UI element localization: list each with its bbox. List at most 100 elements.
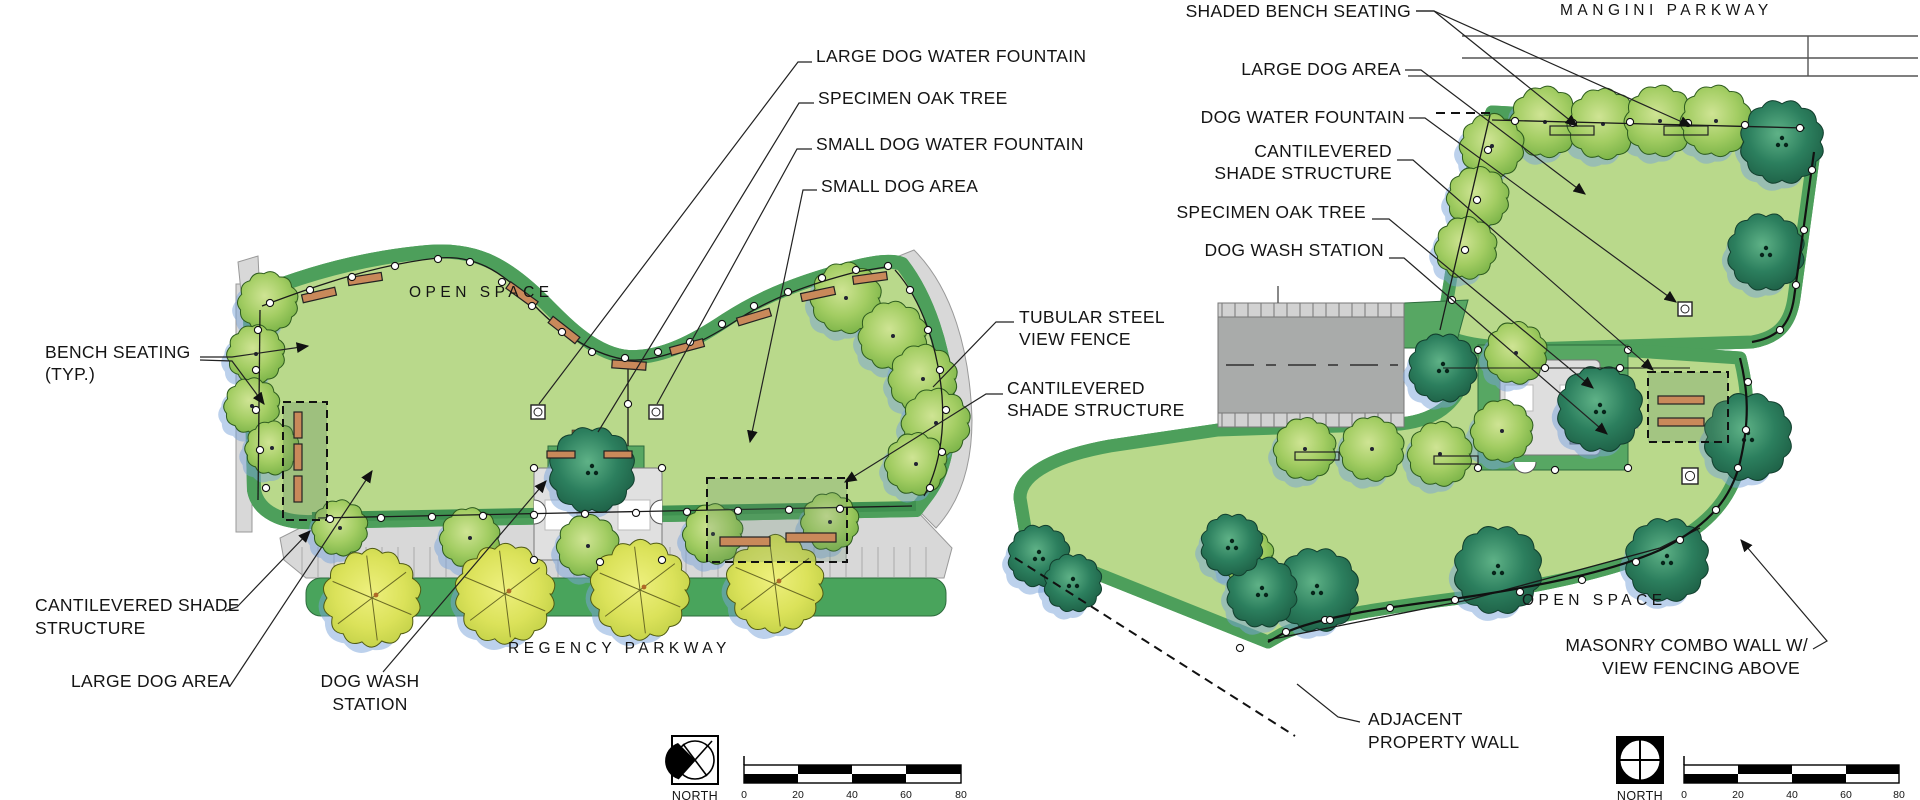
fence-post — [1483, 145, 1493, 155]
evergreen-tree — [1226, 556, 1298, 628]
scale-tick: 20 — [1732, 789, 1744, 800]
callout-specimen-oak-tree: SPECIMEN OAK TREE — [818, 88, 1008, 108]
leader-adjacent-property — [1296, 683, 1361, 723]
tree-center-dot — [1749, 437, 1755, 443]
cantilevered-shade-structure-right — [706, 477, 848, 563]
fence-post — [817, 273, 827, 283]
bench — [799, 285, 837, 303]
fence-post — [925, 483, 935, 493]
fence-post — [1795, 123, 1805, 133]
fence-post — [1473, 463, 1483, 473]
fence-post — [557, 327, 567, 337]
fence-post — [623, 399, 633, 409]
scale-tick: 40 — [846, 789, 858, 800]
tree-center-dot — [914, 462, 918, 466]
tree-center-dot — [1255, 592, 1261, 598]
callout-dog-wash-station-right: DOG WASH STATION — [1204, 240, 1384, 260]
tree-center-dot — [1436, 368, 1442, 374]
fence-post — [527, 301, 537, 311]
callout-tubular-steel-view-fence: TUBULAR STEEL — [1019, 307, 1165, 327]
callout-dog-water-fountain: DOG WATER FOUNTAIN — [1200, 107, 1405, 127]
fence-post — [433, 254, 443, 264]
bench — [851, 270, 889, 286]
fence-post — [653, 347, 663, 357]
fence-post — [923, 325, 933, 335]
tree-center-dot — [1318, 590, 1324, 596]
street-tree — [726, 533, 825, 634]
tree-center-dot — [1259, 585, 1265, 591]
open-space-label: OPEN SPACE — [409, 284, 554, 301]
scale-tick: 60 — [900, 789, 912, 800]
fence-post — [1741, 425, 1751, 435]
tree-center-dot — [1444, 368, 1450, 374]
street-tree — [454, 542, 556, 645]
tree-center-dot — [711, 532, 715, 536]
bench — [293, 443, 303, 471]
fence-post — [1577, 575, 1587, 585]
fence-post — [347, 272, 357, 282]
fence-post — [478, 511, 488, 521]
tree-center-dot — [1070, 576, 1076, 582]
fence-post — [1325, 615, 1335, 625]
evergreen-tree — [1740, 100, 1824, 184]
fence-post — [1515, 587, 1525, 597]
tree-center-dot — [1597, 402, 1603, 408]
fence-post — [251, 405, 261, 415]
leader-shaded-bench-2 — [1416, 10, 1693, 127]
scale-tick: 80 — [955, 789, 967, 800]
tree-center-dot — [338, 526, 342, 530]
tree-center-dot — [270, 446, 274, 450]
callout-cantilevered-shade: SHADE STRUCTURE — [1214, 163, 1392, 183]
leader-cantilevered-left — [224, 530, 311, 612]
leader-small-dog-water-fountain — [656, 148, 812, 405]
scale-tick: 20 — [792, 789, 804, 800]
leader-cantilevered-rightplan — [1397, 159, 1654, 371]
bench — [719, 536, 771, 547]
callout-bench-seating: (TYP.) — [45, 364, 96, 384]
fence-post — [251, 365, 261, 375]
leader-dog-wash-right — [1389, 257, 1608, 435]
tree-center-dot — [1303, 447, 1307, 451]
fence-post — [1472, 195, 1482, 205]
fence-post — [1235, 643, 1245, 653]
scale-bar-left — [743, 756, 962, 784]
fence-post — [253, 325, 263, 335]
fence-post — [1510, 116, 1520, 126]
large-dog-water-fountain — [530, 404, 546, 420]
tree-center-dot — [1040, 556, 1046, 562]
tree-center-dot — [1314, 583, 1320, 589]
callout-specimen-oak-tree-right: SPECIMEN OAK TREE — [1176, 202, 1366, 222]
leader-large-dog-area-right — [1405, 69, 1586, 195]
fence-post — [657, 463, 667, 473]
north-label: NORTH — [671, 789, 719, 800]
street-label-mangini-parkway: MANGINI PARKWAY — [1560, 2, 1773, 19]
bench — [1657, 417, 1705, 427]
fence-post — [1631, 557, 1641, 567]
tree-center-dot — [1490, 144, 1494, 148]
scale-tick: 60 — [1840, 789, 1852, 800]
fence-post — [390, 261, 400, 271]
bench — [293, 475, 303, 503]
bench — [346, 271, 384, 287]
tree-center-dot — [1763, 245, 1769, 251]
callout-bench-seating: BENCH SEATING — [45, 342, 191, 362]
tree-center-dot — [1440, 361, 1446, 367]
tree-center-dot — [1593, 409, 1599, 415]
fence-post — [1807, 165, 1817, 175]
callout-masonry-combo-wall: MASONRY COMBO WALL W/ — [1565, 635, 1808, 655]
fence-post — [682, 507, 692, 517]
fence-post — [717, 319, 727, 329]
callout-cantilevered-shade-left: CANTILEVERED SHADE — [35, 595, 240, 615]
callout-cantilevered-shade-right: CANTILEVERED — [1007, 378, 1145, 398]
fence-post — [265, 298, 275, 308]
tree-center-dot — [844, 296, 848, 300]
tree-center-dot — [1767, 252, 1773, 258]
street-label-regency-parkway: REGENCY PARKWAY — [508, 640, 731, 657]
evergreen-tree — [1704, 393, 1792, 481]
tree-center-dot — [1310, 590, 1316, 596]
callout-small-dog-area: SMALL DOG AREA — [821, 176, 979, 196]
bench — [293, 411, 303, 439]
north-compass-right — [1616, 736, 1664, 784]
fence-post — [1473, 345, 1483, 355]
